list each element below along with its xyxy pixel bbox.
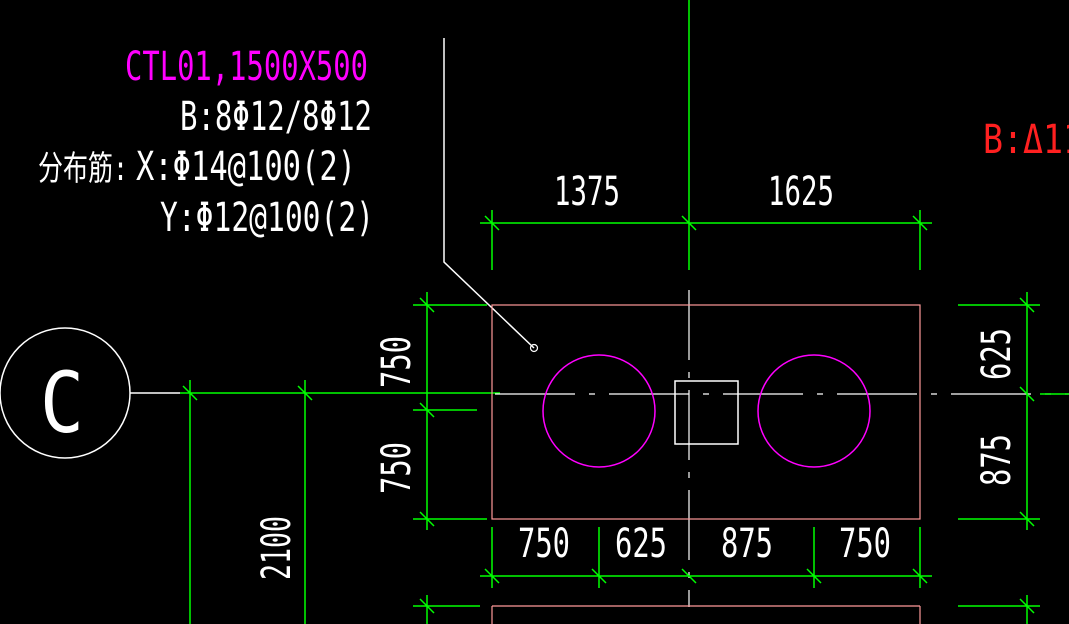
pile-cap-outline	[491, 304, 921, 520]
dim-text-bottom-3: 875	[721, 521, 773, 567]
annotation-x-rebar: X:Φ14@100(2)	[136, 144, 356, 190]
dim-left	[413, 292, 487, 530]
leader-line	[443, 38, 535, 349]
dim-text-vertical-span: 2100	[254, 516, 300, 580]
pile-right	[757, 354, 871, 468]
lower-element	[413, 595, 1040, 624]
dim-text-bottom-2: 625	[615, 521, 667, 567]
dim-text-left-upper: 750	[374, 336, 420, 388]
dim-text-bottom-1: 750	[518, 521, 570, 567]
annotation-distribution-label: 分布筋:	[38, 149, 128, 189]
annotation-y-rebar: Y:Φ12@100(2)	[160, 195, 374, 241]
dim-text-top-right: 1625	[768, 169, 834, 215]
dim-text-right-lower: 875	[974, 434, 1020, 486]
leader-dot	[529, 343, 539, 353]
axis-label: C	[40, 354, 84, 452]
annotation-bottom-rebar: B:8Φ12/8Φ12	[180, 94, 372, 140]
dim-text-bottom-4: 750	[839, 521, 891, 567]
offscreen-label: B:Δ11	[983, 117, 1069, 163]
axis-bubble: C	[0, 327, 180, 459]
dim-bottom	[480, 527, 932, 588]
dim-text-top-left: 1375	[554, 169, 620, 215]
dim-text-right-upper: 625	[974, 328, 1020, 380]
column	[674, 380, 739, 445]
dim-right	[958, 292, 1069, 530]
pile-left	[542, 354, 656, 468]
dim-text-left-lower: 750	[374, 442, 420, 494]
annotation-title: CTL01,1500X500	[125, 44, 368, 90]
dim-top	[480, 210, 932, 270]
dim-vertical-span	[182, 380, 313, 624]
